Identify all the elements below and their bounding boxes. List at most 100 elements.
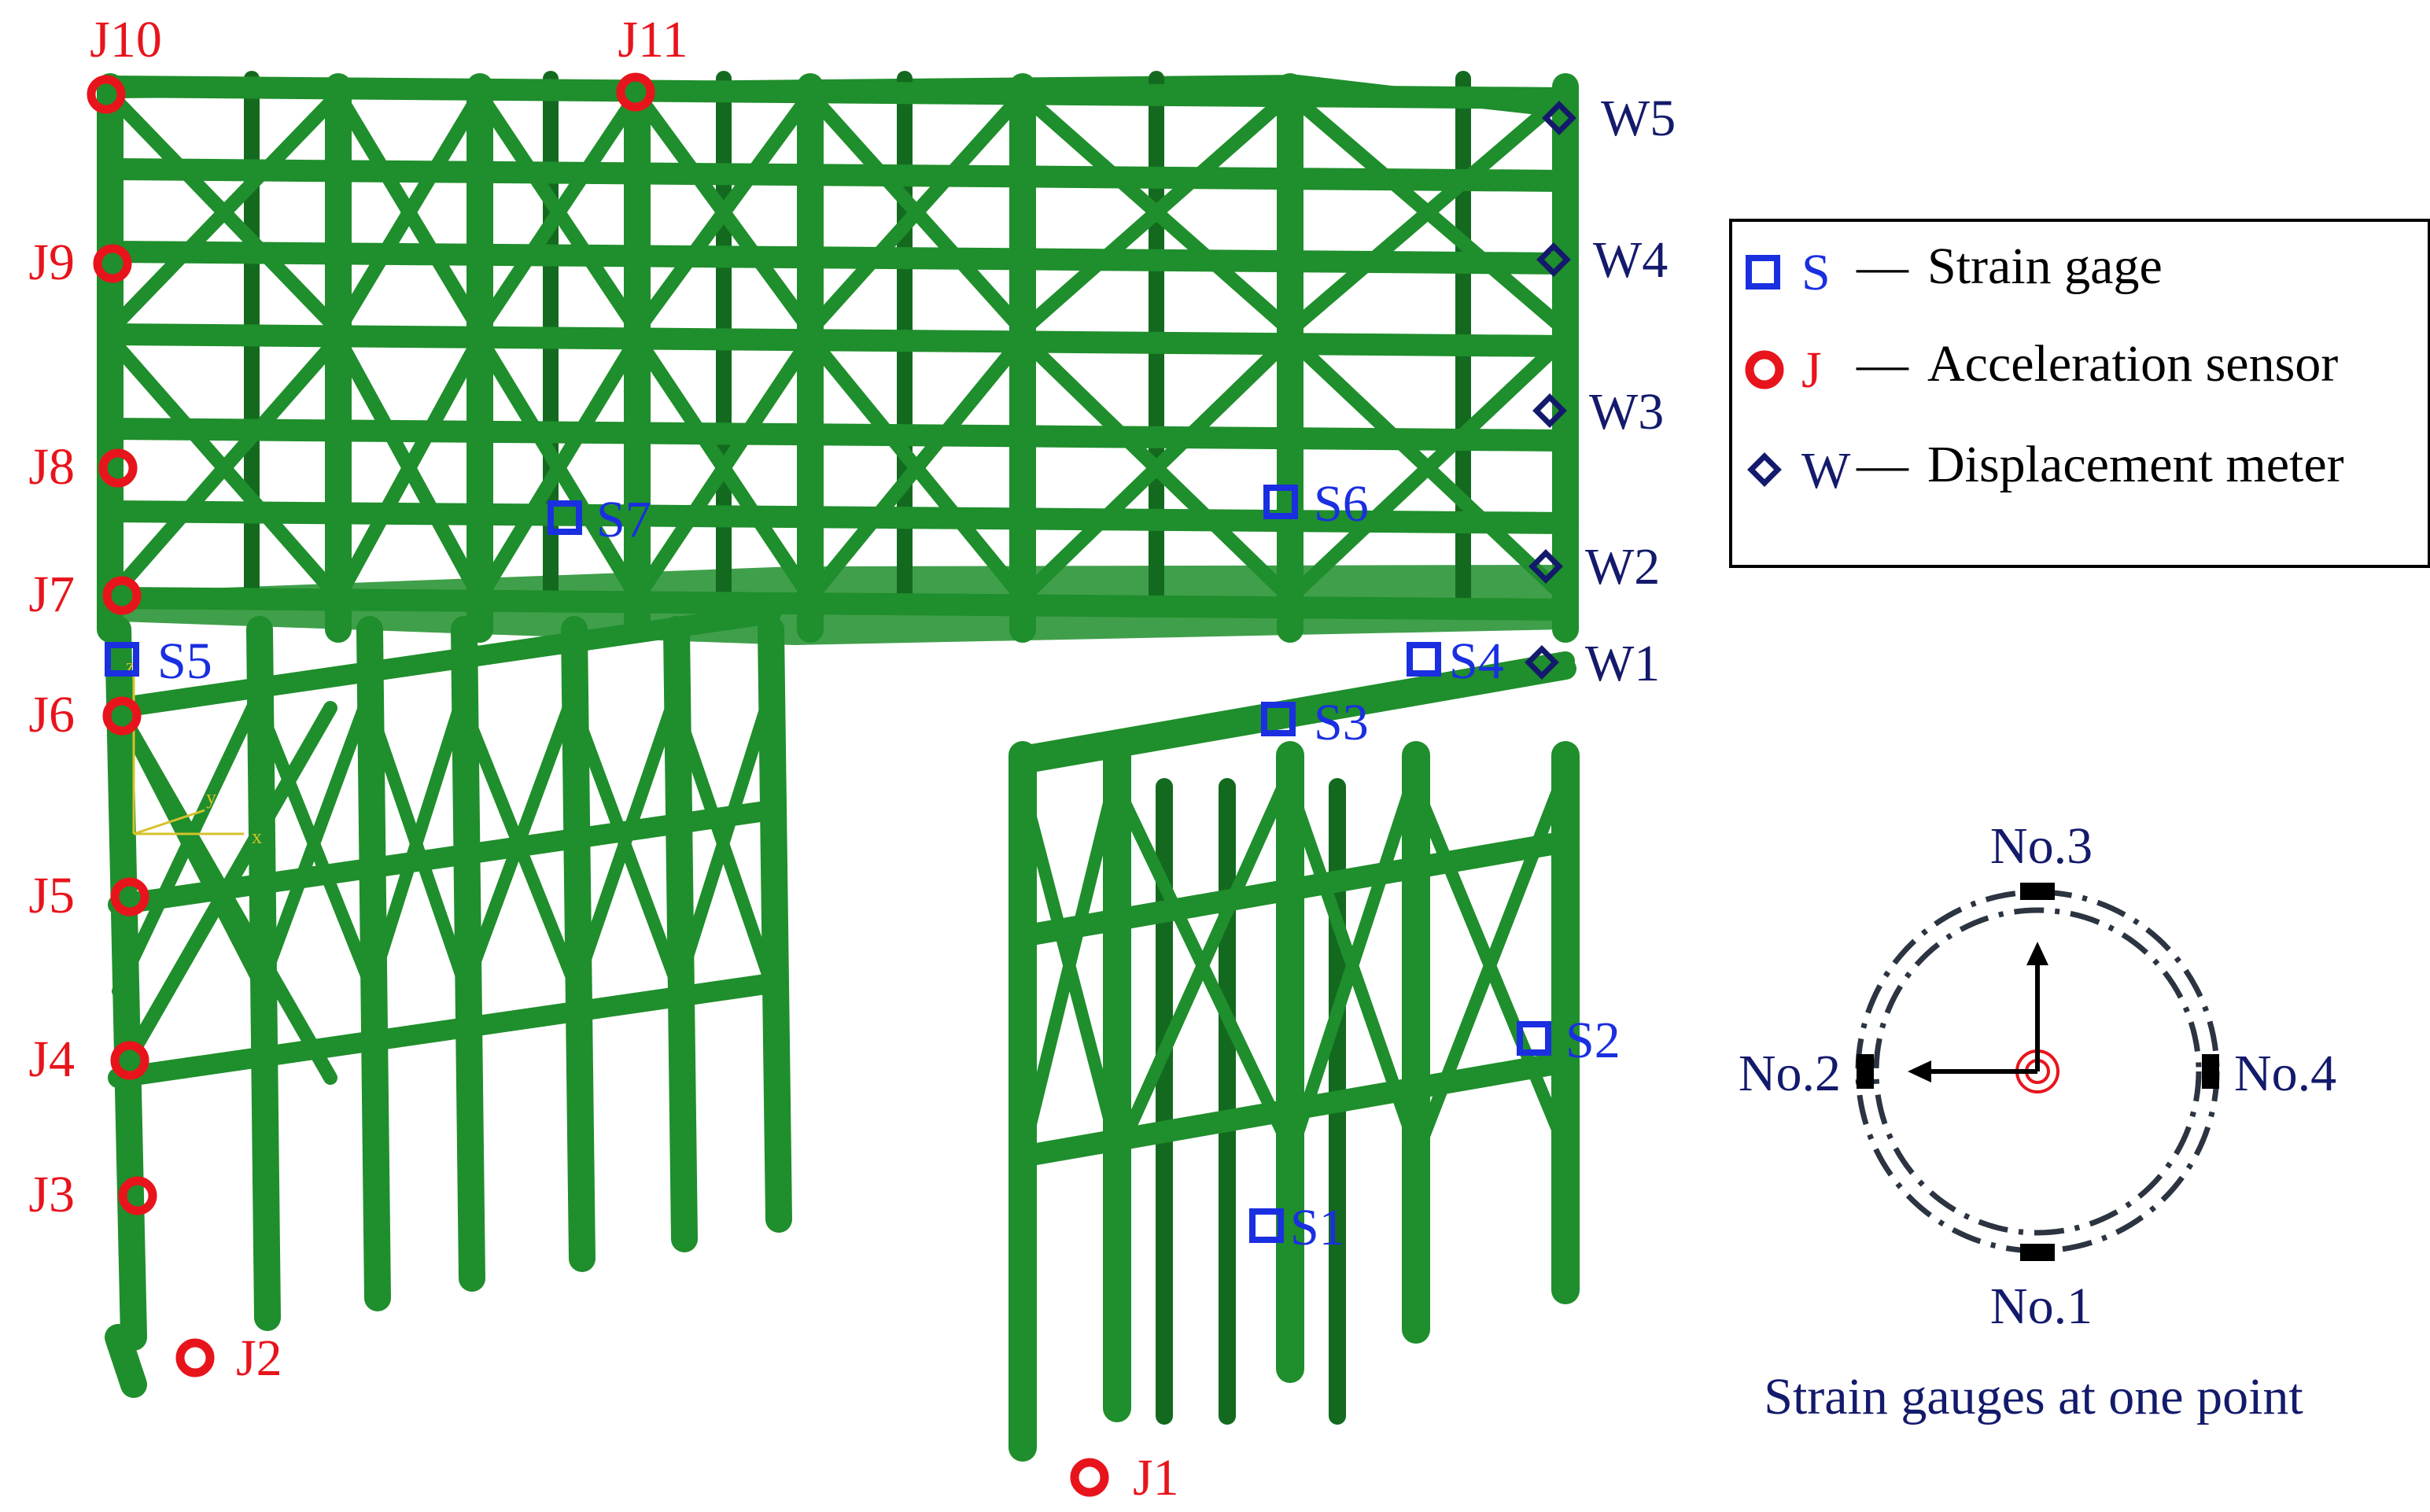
deck-brace (1283, 331, 1573, 605)
left-arrow-head-icon (1908, 1060, 1931, 1082)
acceleration-sensor-icon (102, 696, 142, 736)
jacket-beam (1012, 831, 1576, 947)
displacement-meter-label: W2 (1585, 538, 1660, 596)
deck-beam (99, 500, 1576, 534)
deck-beam (99, 323, 1576, 357)
deck-brace (803, 331, 1030, 605)
acceleration-sensor-icon (118, 1176, 157, 1215)
acceleration-sensor-label: J4 (28, 1031, 75, 1088)
strain-gage-label: S2 (1565, 1012, 1621, 1069)
deck-beam (99, 158, 1576, 192)
deck-brace (1283, 87, 1573, 337)
strain-gage-label: S3 (1314, 694, 1369, 751)
gauge-pad-no2 (1857, 1054, 1874, 1089)
legend-square-icon (1746, 255, 1780, 289)
jacket-brace (1284, 765, 1422, 1163)
legend-text: Displacement meter (1927, 436, 2344, 493)
deck-brace (630, 87, 817, 337)
legend-dash: — (1856, 436, 1909, 493)
displacement-meter-label: W5 (1601, 90, 1676, 147)
deck-beam (99, 587, 1576, 621)
strain-gage-icon (1517, 1021, 1551, 1056)
displacement-meter-icon (1542, 101, 1576, 135)
acceleration-sensor-label: J7 (28, 566, 75, 623)
jacket-leg (758, 616, 792, 1233)
axis-y-label: y (206, 786, 216, 809)
jacket-brace (111, 701, 337, 1085)
deck-brace (103, 331, 345, 605)
deck-beam (99, 418, 1576, 452)
axis-x-label: x (252, 825, 262, 848)
legend-diamond-icon (1747, 452, 1782, 487)
deck-brace (803, 87, 1030, 337)
jacket-leg (451, 616, 485, 1292)
strain-gage-icon (548, 500, 582, 535)
strain-gage-icon (1261, 702, 1296, 736)
acceleration-sensor-label: J10 (90, 11, 162, 68)
offshore-platform-frame (97, 71, 1580, 1462)
displacement-meter-label: W1 (1585, 635, 1660, 692)
strain-gage-label: S1 (1290, 1199, 1345, 1256)
legend-dash: — (1856, 238, 1909, 295)
legend-frame (1729, 219, 2430, 568)
deck-beam (99, 76, 1576, 109)
gauge-label-no2: No.2 (1739, 1045, 1841, 1102)
deck-brace (1016, 331, 1297, 605)
strain-gage-label: S6 (1314, 475, 1369, 533)
acceleration-sensor-icon (102, 576, 142, 615)
acceleration-sensor-icon (110, 1041, 149, 1080)
axis-triad: xyz (126, 655, 262, 848)
displacement-meter-icon (1536, 242, 1571, 277)
jacket-leg (105, 1324, 147, 1398)
deck-brace (630, 331, 817, 605)
jacket-beam (108, 973, 781, 1088)
displacement-meter-icon (1528, 549, 1563, 584)
displacement-meter-icon (1532, 393, 1567, 428)
acceleration-sensor-icon (175, 1338, 215, 1377)
deck-beam (99, 241, 1576, 275)
acceleration-sensor-icon (93, 244, 132, 283)
acceleration-sensor-icon (1070, 1458, 1109, 1497)
legend-symbol: W (1801, 442, 1851, 500)
acceleration-sensor-icon (87, 75, 126, 114)
legend-circle-icon (1745, 350, 1784, 389)
jacket-leg (561, 616, 596, 1272)
strain-gage-icon (1249, 1208, 1284, 1243)
gauge-caption: Strain gauges at one point (1764, 1368, 2303, 1425)
gauge-label-no1: No.1 (1990, 1278, 2093, 1335)
acceleration-sensor-icon (110, 877, 149, 916)
acceleration-sensor-label: J11 (618, 11, 688, 68)
gauge-pad-no4 (2202, 1054, 2219, 1089)
jacket-brace (1410, 765, 1572, 1163)
strain-gage-label: S4 (1449, 632, 1504, 690)
gauge-label-no4: No.4 (2234, 1045, 2336, 1102)
jacket-brace (363, 686, 470, 998)
deck-brace (103, 87, 345, 337)
legend-dash: — (1856, 335, 1909, 393)
displacement-meter-label: W3 (1589, 383, 1664, 441)
deck-brace (331, 87, 487, 337)
pipe-inner-ring (1873, 907, 2202, 1236)
acceleration-sensor-icon (98, 448, 138, 488)
acceleration-sensor-label: J8 (28, 438, 75, 496)
strain-gage-icon (1407, 642, 1441, 677)
strain-gage-label: S5 (157, 632, 212, 690)
displacement-meter-icon (1525, 645, 1559, 680)
jacket-brace (458, 686, 581, 998)
deck-brace (1016, 87, 1297, 337)
jacket-brace (1016, 765, 1123, 1163)
legend-text: Strain gage (1927, 238, 2163, 295)
gauge-pad-no3 (2020, 883, 2055, 900)
strain-gage-label: S7 (596, 491, 651, 548)
jacket-brace (1111, 765, 1296, 1163)
legend-text: Acceleration sensor (1927, 335, 2338, 393)
acceleration-sensor-label: J9 (28, 234, 75, 291)
axis-y-line (133, 809, 205, 835)
displacement-meter-label: W4 (1593, 231, 1668, 289)
legend-symbol: S (1801, 244, 1831, 301)
deck-brace (331, 331, 487, 605)
gauge-pad-no1 (2020, 1244, 2055, 1261)
